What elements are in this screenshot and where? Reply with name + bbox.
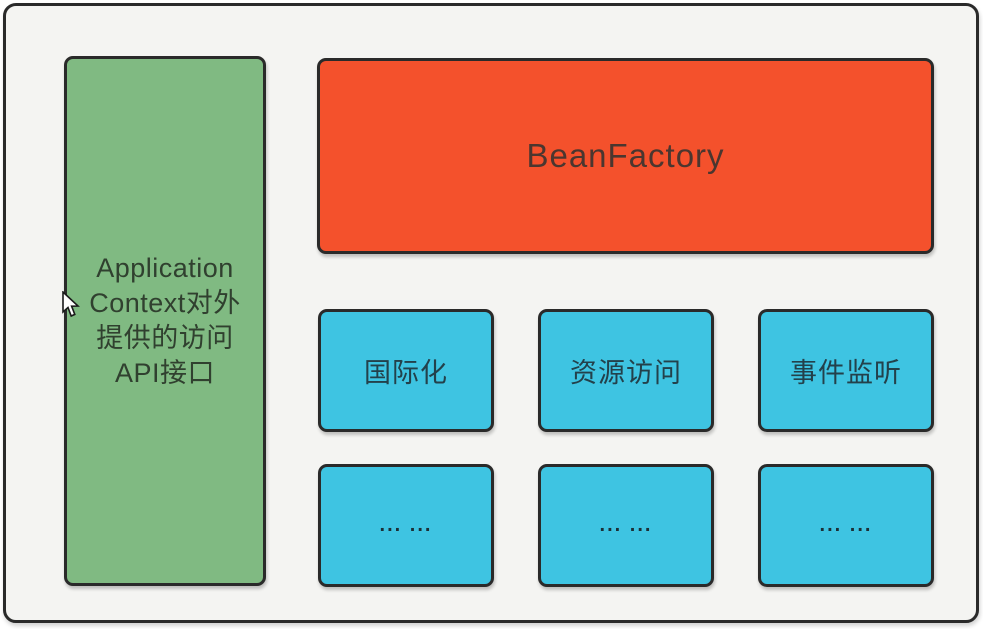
application-context-frame: Application Context对外 提供的访问 API接口 BeanFa… <box>3 3 979 623</box>
ellipsis-box: ... ... <box>758 464 934 587</box>
feature-label-i18n: 国际化 <box>364 358 448 388</box>
feature-label-resource-access: 资源访问 <box>570 358 682 388</box>
ellipsis-label: ... ... <box>379 514 433 536</box>
ellipsis-label: ... ... <box>819 514 873 536</box>
feature-label-event-listening: 事件监听 <box>790 358 902 388</box>
api-box-text-line: API接口 <box>114 358 216 388</box>
feature-box-resource-access: 资源访问 <box>538 309 714 432</box>
bean-factory-label: BeanFactory <box>526 137 725 174</box>
ellipsis-label: ... ... <box>599 514 653 536</box>
feature-box-event-listening: 事件监听 <box>758 309 934 432</box>
bean-factory-box: BeanFactory <box>317 58 934 254</box>
api-box-text: Application Context对外 提供的访问 API接口 <box>89 251 241 391</box>
ellipsis-box: ... ... <box>318 464 494 587</box>
api-box-text-line: Application <box>96 253 234 283</box>
api-box-text-line: Context对外 <box>89 288 241 318</box>
api-box-text-line: 提供的访问 <box>96 323 234 353</box>
application-context-api-box: Application Context对外 提供的访问 API接口 <box>64 56 266 586</box>
feature-box-i18n: 国际化 <box>318 309 494 432</box>
ellipsis-box: ... ... <box>538 464 714 587</box>
